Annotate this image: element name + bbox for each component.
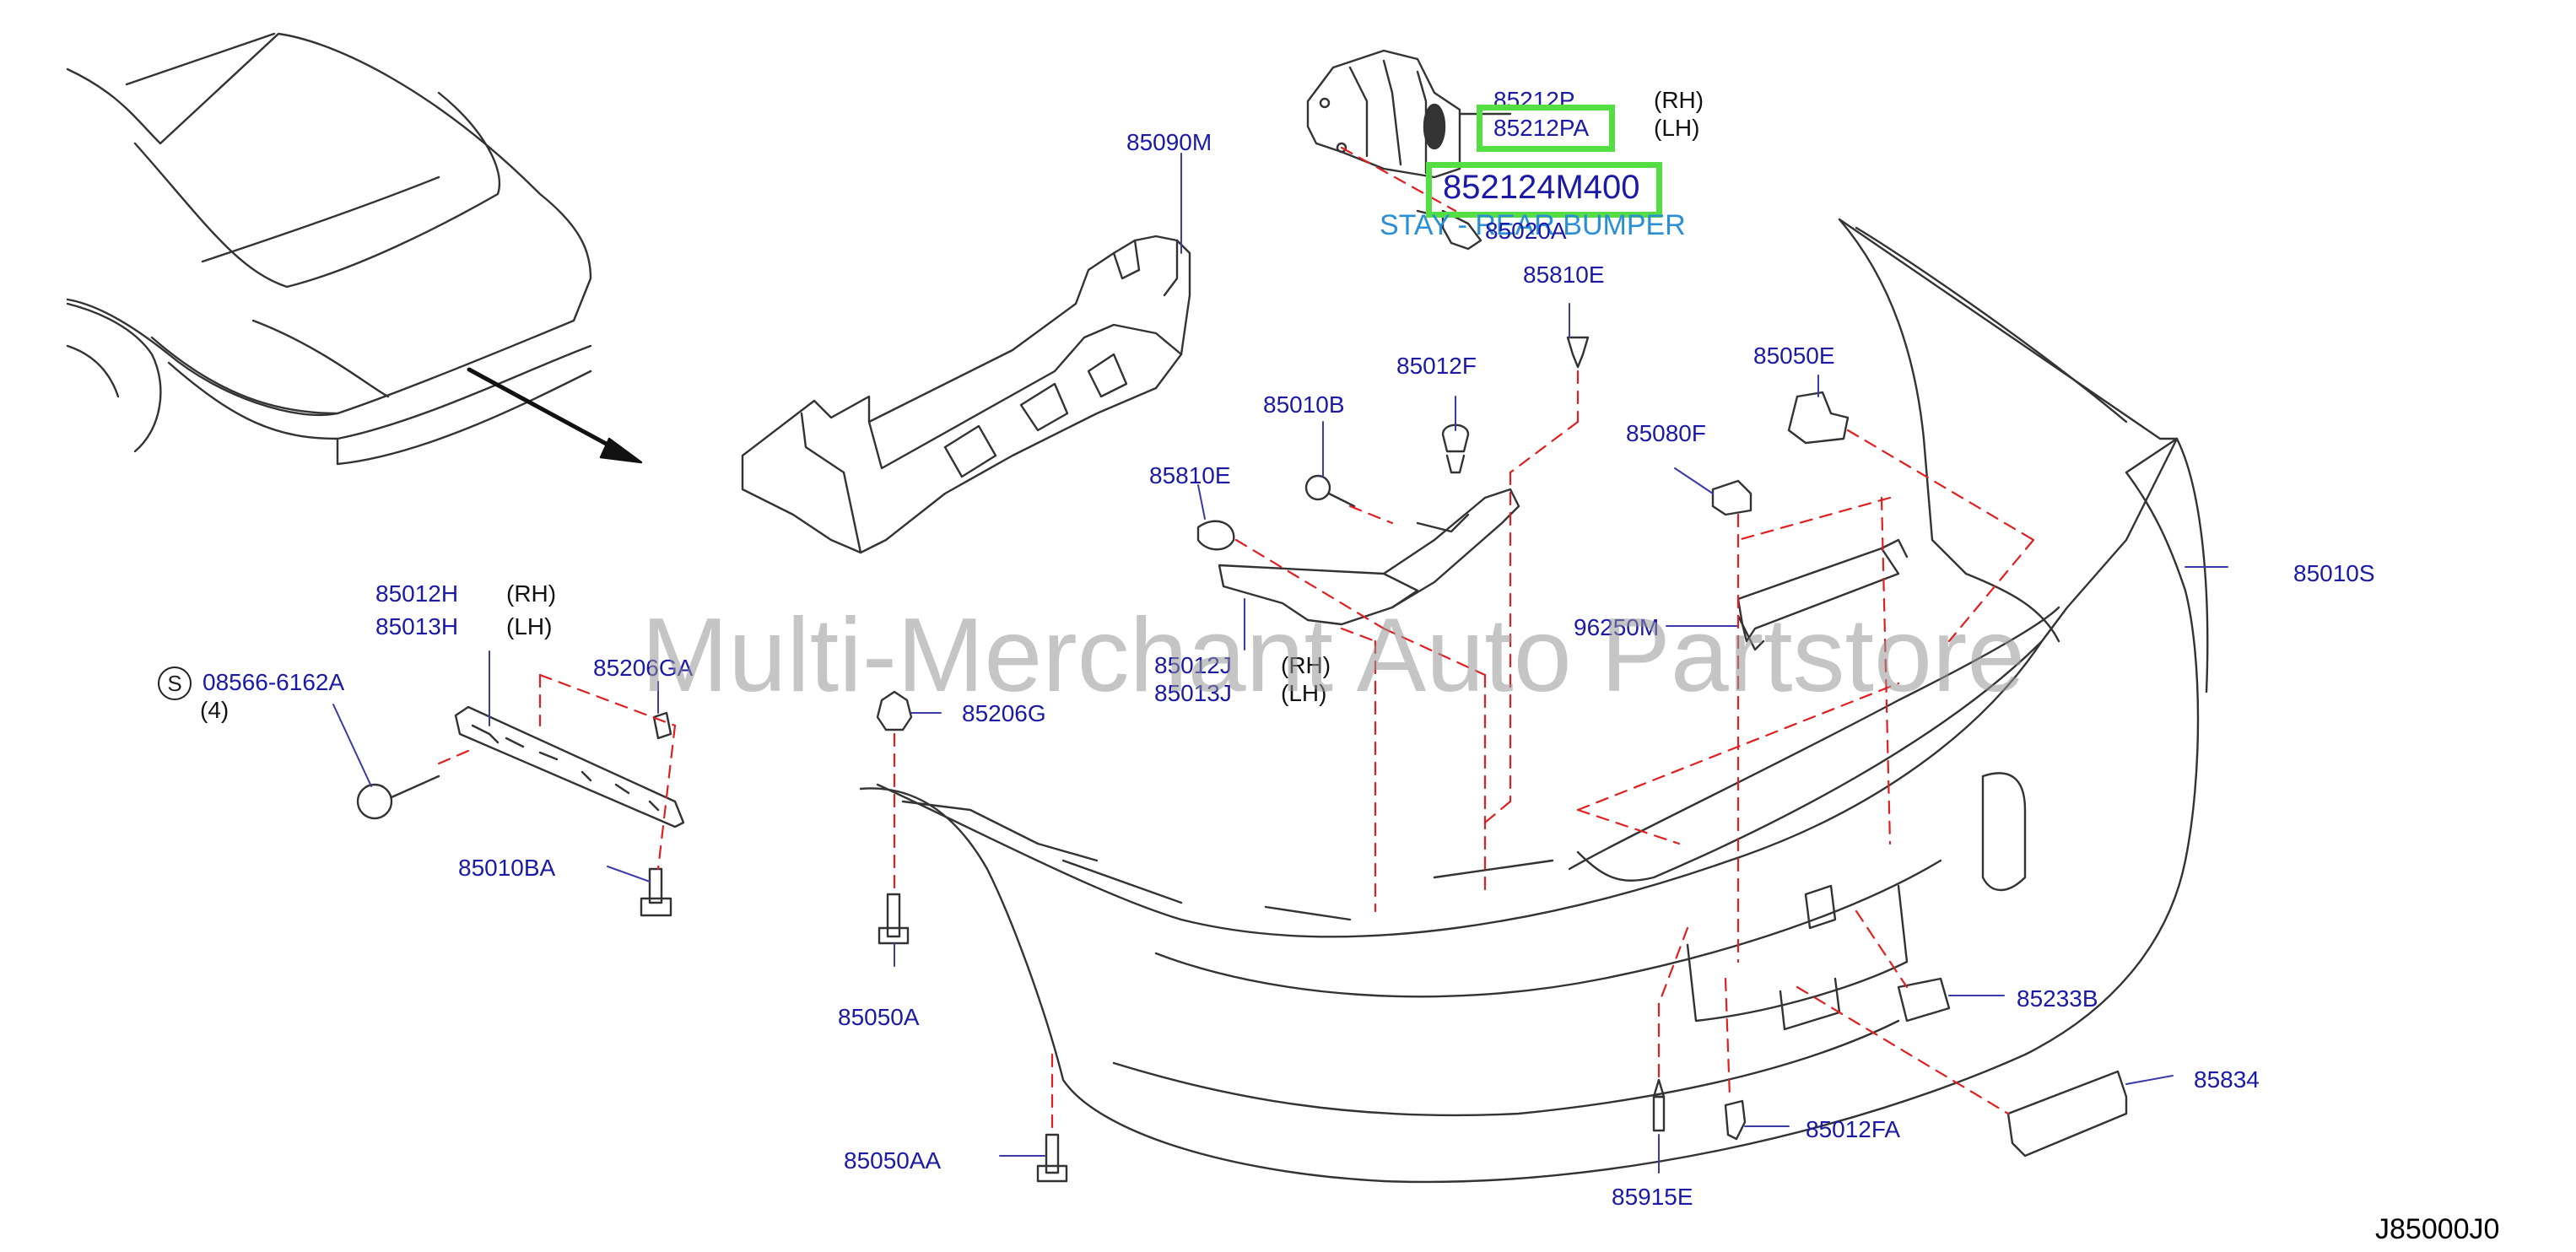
label-85013H[interactable]: 85013H bbox=[375, 613, 459, 639]
label-85012J[interactable]: 85012J bbox=[1154, 652, 1232, 678]
label-lh-85013J: (LH) bbox=[1281, 680, 1327, 706]
label-85090M[interactable]: 85090M bbox=[1126, 129, 1212, 155]
label-85834[interactable]: 85834 bbox=[2194, 1066, 2260, 1093]
label-85233B[interactable]: 85233B bbox=[2017, 985, 2098, 1012]
label-85010S[interactable]: 85010S bbox=[2293, 560, 2375, 586]
label-85012H[interactable]: 85012H bbox=[375, 580, 459, 607]
label-quantity-4: (4) bbox=[200, 697, 230, 723]
fasteners bbox=[356, 336, 2128, 1183]
bumper-fascia-85010S bbox=[859, 218, 2209, 1184]
car-rear-illustration bbox=[66, 32, 592, 466]
label-85010B[interactable]: 85010B bbox=[1263, 391, 1345, 418]
label-85050AA[interactable]: 85050AA bbox=[844, 1147, 942, 1174]
dashed-assembly-lines bbox=[437, 146, 2035, 1132]
watermark: Multi-Merchant Auto Partstore bbox=[641, 597, 2026, 714]
label-85212PA[interactable]: 85212PA bbox=[1493, 115, 1590, 141]
label-85010BA[interactable]: 85010BA bbox=[458, 855, 556, 881]
label-85020A[interactable]: 85020A bbox=[1485, 218, 1567, 244]
label-rh-85212P: (RH) bbox=[1654, 87, 1704, 113]
leader-lines bbox=[332, 153, 2228, 1174]
label-85080F[interactable]: 85080F bbox=[1626, 420, 1706, 446]
highlighted-part-name: STAY - REAR BUMPER bbox=[1380, 209, 1686, 241]
label-rh-85012J: (RH) bbox=[1281, 652, 1331, 678]
standard-part-symbol: S bbox=[158, 666, 192, 700]
label-lh-85013H: (LH) bbox=[506, 613, 553, 639]
highlight-box-85212PA bbox=[1477, 105, 1615, 152]
label-rh-85012H: (RH) bbox=[506, 580, 557, 607]
label-85013J[interactable]: 85013J bbox=[1154, 680, 1232, 706]
label-85810E-mid[interactable]: 85810E bbox=[1149, 462, 1231, 488]
energy-absorber-85090M bbox=[741, 235, 1191, 554]
diagram-code: J85000J0 bbox=[2375, 1213, 2500, 1245]
retainer-85012J bbox=[1218, 488, 1520, 626]
highlighted-part-number[interactable]: 852124M400 bbox=[1443, 169, 1640, 206]
label-08566-6162A[interactable]: 08566-6162A bbox=[203, 669, 345, 695]
view-arrow bbox=[467, 367, 643, 464]
label-85050E[interactable]: 85050E bbox=[1753, 343, 1835, 369]
label-85206GA[interactable]: 85206GA bbox=[593, 655, 694, 681]
label-85810E-top[interactable]: 85810E bbox=[1523, 262, 1605, 288]
label-85012F[interactable]: 85012F bbox=[1396, 353, 1477, 379]
label-96250M[interactable]: 96250M bbox=[1574, 614, 1660, 640]
label-85915E[interactable]: 85915E bbox=[1612, 1184, 1693, 1210]
label-lh-85212PA: (LH) bbox=[1654, 115, 1700, 141]
label-85050A[interactable]: 85050A bbox=[838, 1004, 920, 1030]
label-85206G[interactable]: 85206G bbox=[962, 700, 1046, 726]
side-retainer-85012H bbox=[454, 705, 685, 828]
rear-bumper-stay bbox=[1306, 49, 1512, 179]
label-85012FA[interactable]: 85012FA bbox=[1806, 1116, 1901, 1142]
highlight-box-part-number bbox=[1426, 162, 1662, 218]
